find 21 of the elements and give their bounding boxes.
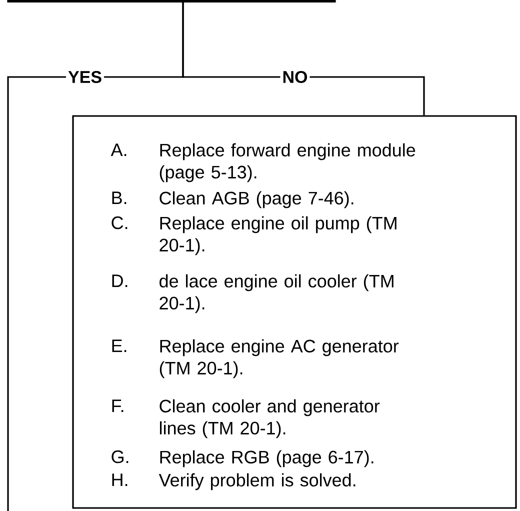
edge-label: YES [68,70,102,84]
edge-label: NO [283,70,308,84]
item-text: Replace engine AC generator (TM 20-1). [160,339,399,378]
instruction-box [72,115,517,509]
item-text: Replace RGB (page 6-17). [160,450,374,468]
item-letter: E. [112,340,126,352]
item-text: Replace forward engine module (page 5-13). [160,143,416,182]
item-letter: C. [112,216,128,230]
item-letter: D. [112,274,128,287]
item-letter: A. [110,144,126,156]
item-text: Replace engine oil pump (TM 20-1). [160,216,396,256]
item-text: Clean AGB (page 7-46). [160,191,354,208]
item-letter: B. [112,192,126,204]
branch-line [182,2,425,116]
item-letter: G. [112,450,128,464]
item-text: Verify problem is solved. [158,473,356,490]
bar-line [7,0,336,3]
item-text: de lace engine oil cooler (TM 20-1). [160,274,394,314]
item-text: Clean cooler and generator lines (TM 20-1). [160,399,380,438]
item-letter: F. [112,400,124,412]
item-letter: H. [112,474,128,486]
